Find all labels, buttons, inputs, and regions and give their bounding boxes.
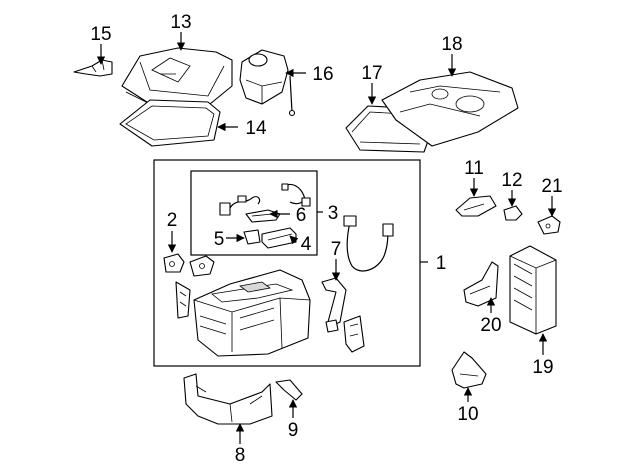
callout-20: 20 xyxy=(480,315,501,336)
callout-17: 17 xyxy=(361,63,382,84)
part-21-cover xyxy=(537,215,561,235)
part-15-bracket xyxy=(73,59,113,77)
part-2-bracket xyxy=(163,253,215,277)
callout-2: 2 xyxy=(167,210,178,231)
callout-16: 16 xyxy=(312,64,333,85)
callout-3: 3 xyxy=(328,203,339,224)
part-9-bracket xyxy=(275,379,303,401)
part-6-plate xyxy=(245,209,281,223)
part-4-connector xyxy=(261,227,297,249)
callout-19: 19 xyxy=(532,357,553,378)
part-3-harness-set xyxy=(219,183,311,216)
callout-13: 13 xyxy=(170,12,191,33)
callout-18: 18 xyxy=(441,34,462,55)
part-18-panel xyxy=(381,71,519,147)
leader-lines xyxy=(96,32,557,444)
callout-8: 8 xyxy=(235,445,246,466)
sub-parts-box xyxy=(190,170,318,256)
callout-10: 10 xyxy=(457,404,478,425)
callout-21: 21 xyxy=(541,176,562,197)
part-12-sensor xyxy=(503,205,523,221)
part-8-bracket xyxy=(183,373,273,425)
inverter-assembly-box xyxy=(153,159,421,367)
part-16-reservoir xyxy=(239,49,296,117)
part-14-gasket xyxy=(119,99,221,147)
callout-1: 1 xyxy=(436,253,447,274)
part-10-bracket xyxy=(451,351,487,389)
part-7-hose xyxy=(321,277,347,333)
callout-7: 7 xyxy=(331,239,342,260)
callout-4: 4 xyxy=(301,234,312,255)
callout-labels: 15 13 16 14 17 18 11 12 21 2 3 6 5 4 7 1… xyxy=(90,12,562,466)
part-3-cable xyxy=(343,215,394,272)
part-11-bracket xyxy=(455,195,497,217)
callout-11: 11 xyxy=(464,158,484,179)
callout-5: 5 xyxy=(214,229,225,250)
callout-9: 9 xyxy=(288,420,299,441)
part-1-side-bracket xyxy=(343,315,365,353)
callout-15: 15 xyxy=(90,24,111,45)
part-1-inverter xyxy=(175,269,311,357)
callout-14: 14 xyxy=(245,118,267,139)
part-19-ecu xyxy=(509,245,557,335)
part-13-cover xyxy=(121,47,233,105)
part-5-clip xyxy=(243,229,261,245)
callout-12: 12 xyxy=(501,170,522,191)
part-20-bracket xyxy=(463,261,499,307)
callout-6: 6 xyxy=(296,205,307,226)
